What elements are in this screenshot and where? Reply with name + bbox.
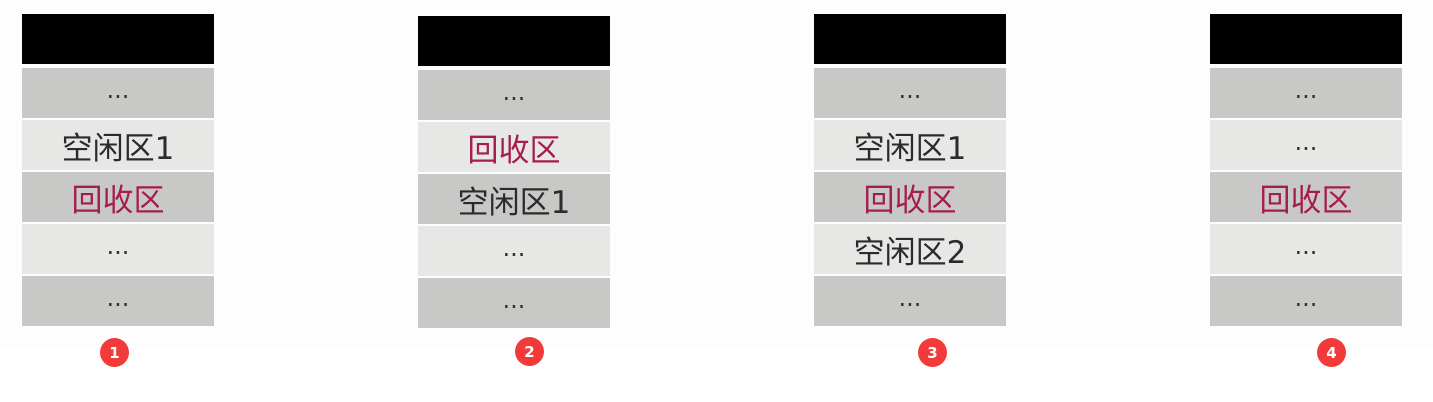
memory-cell: ... [418, 278, 610, 328]
memory-cell: ... [1210, 276, 1402, 326]
memory-column-4: ... ... 回收区 ... ... [1210, 14, 1402, 328]
free-area-cell: 空闲区2 [814, 224, 1006, 274]
case-number-badge: 2 [515, 337, 544, 366]
memory-cell: ... [814, 68, 1006, 118]
recycle-area-cell: 回收区 [1210, 172, 1402, 222]
memory-cell: ... [814, 276, 1006, 326]
recycle-area-cell: 回收区 [22, 172, 214, 222]
recycle-area-cell: 回收区 [814, 172, 1006, 222]
memory-column-1: ... 空闲区1 回收区 ... ... [22, 14, 214, 328]
memory-cell: ... [1210, 68, 1402, 118]
free-area-cell: 空闲区1 [814, 120, 1006, 170]
case-number-badge: 1 [100, 338, 129, 367]
memory-cell: ... [1210, 224, 1402, 274]
memory-cell: ... [22, 68, 214, 118]
allocated-block [418, 16, 610, 66]
case-number-badge: 3 [918, 338, 947, 367]
recycle-area-cell: 回收区 [418, 122, 610, 172]
memory-cell: ... [22, 276, 214, 326]
free-area-cell: 空闲区1 [418, 174, 610, 224]
diagram-background [0, 0, 1433, 350]
memory-column-2: ... 回收区 空闲区1 ... ... [418, 16, 610, 330]
memory-column-3: ... 空闲区1 回收区 空闲区2 ... [814, 14, 1006, 328]
memory-cell: ... [1210, 120, 1402, 170]
allocated-block [22, 14, 214, 64]
free-area-cell: 空闲区1 [22, 120, 214, 170]
allocated-block [1210, 14, 1402, 64]
memory-cell: ... [418, 70, 610, 120]
case-number-badge: 4 [1317, 338, 1346, 367]
memory-cell: ... [418, 226, 610, 276]
memory-cell: ... [22, 224, 214, 274]
allocated-block [814, 14, 1006, 64]
